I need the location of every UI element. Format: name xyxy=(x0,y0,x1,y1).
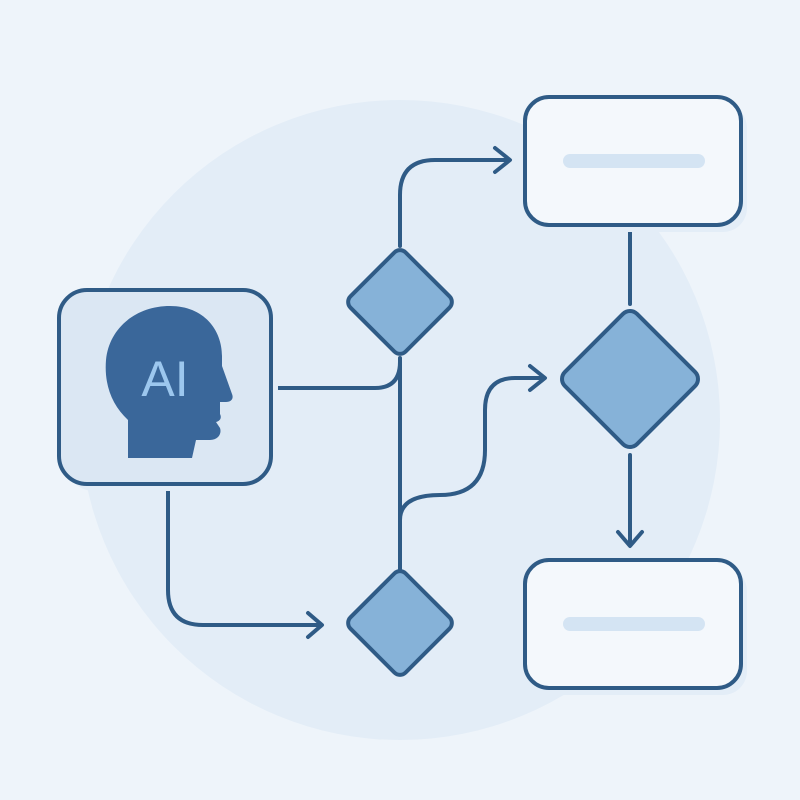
ai-label: AI xyxy=(141,351,188,407)
connector-top-diamond-to-top-box xyxy=(398,158,510,248)
ai-node: AI xyxy=(57,288,278,491)
arrowhead-bottom-diamond xyxy=(306,611,324,639)
arrowhead-bottom-box xyxy=(616,530,644,548)
decision-diamond-bottom xyxy=(346,569,454,677)
connector-trunk-to-right-diamond xyxy=(398,376,544,522)
arrowhead-right-diamond xyxy=(528,364,547,392)
connector-ai-to-bottom-diamond xyxy=(166,482,322,627)
decision-diamond-top xyxy=(346,248,454,356)
decision-diamond-right xyxy=(560,309,700,449)
process-box-bottom xyxy=(523,558,747,695)
placeholder-line-top xyxy=(563,154,705,168)
process-box-top xyxy=(523,95,747,232)
connectors xyxy=(166,146,644,639)
human-head-profile-icon xyxy=(105,306,233,458)
arrowhead-top-box xyxy=(493,146,512,174)
placeholder-line-bottom xyxy=(563,617,705,631)
